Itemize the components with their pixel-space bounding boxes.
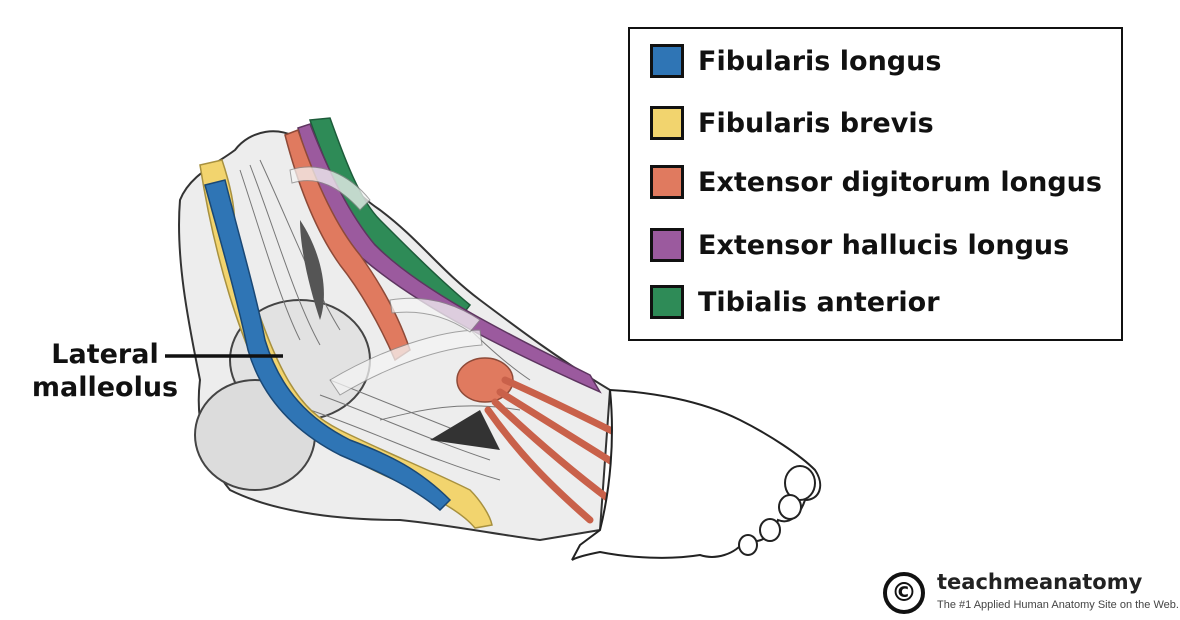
legend-swatch (650, 165, 684, 199)
legend-label: Tibialis anterior (698, 286, 940, 318)
shadow-region (300, 220, 324, 320)
legend-item: Tibialis anterior (650, 282, 940, 322)
legend-swatch (650, 285, 684, 319)
teachmeanatomy-logo: © teachmeanatomy The #1 Applied Human An… (883, 570, 1179, 616)
legend-item: Extensor digitorum longus (650, 162, 1102, 202)
legend-label: Extensor hallucis longus (698, 229, 1070, 261)
legend-swatch (650, 228, 684, 262)
fibularis-longus-tendon (204, 179, 452, 512)
legend-item: Fibularis longus (650, 41, 941, 81)
brand-tagline: The #1 Applied Human Anatomy Site on the… (937, 599, 1179, 611)
legend-item: Fibularis brevis (650, 103, 934, 143)
lateral-malleolus-label: Lateral malleolus (30, 338, 180, 404)
legend-label: Fibularis brevis (698, 107, 934, 139)
legend-swatch (650, 44, 684, 78)
brand-name: teachmeanatomy (937, 570, 1143, 594)
legend-swatch (650, 106, 684, 140)
legend-item: Extensor hallucis longus (650, 225, 1069, 265)
legend-label: Fibularis longus (698, 45, 942, 77)
callout-line-2: malleolus (31, 372, 179, 403)
callout-line-1: Lateral (51, 339, 159, 370)
shading-lines (239, 159, 531, 481)
forefoot-outline (571, 388, 822, 561)
retinaculum-bands (289, 166, 483, 396)
legend-label: Extensor digitorum longus (698, 166, 1102, 198)
copyright-icon: © (883, 572, 925, 614)
shadow-region (430, 410, 500, 450)
toe-outlines (738, 465, 816, 556)
